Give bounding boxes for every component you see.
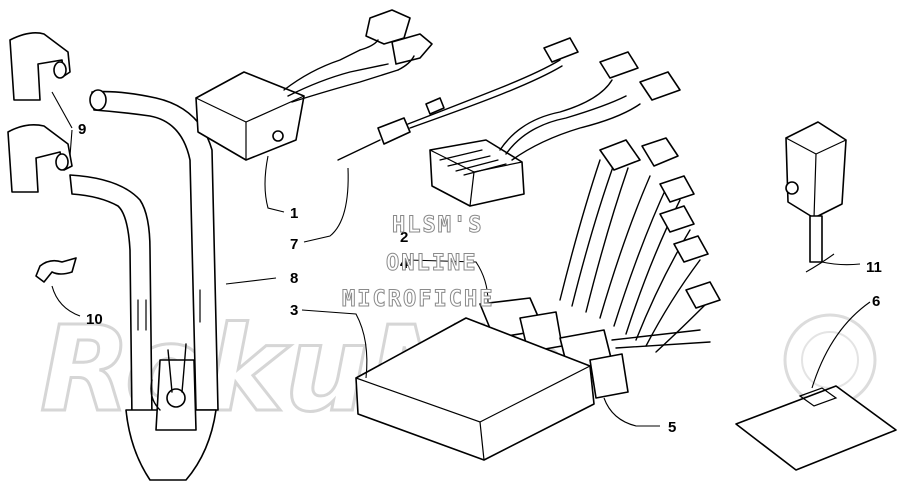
instruction-sheet — [735, 385, 897, 471]
wire-clip — [35, 257, 77, 283]
leader-lines — [51, 91, 871, 427]
callout-6: 6 — [872, 293, 880, 310]
wiring-harness — [479, 137, 721, 399]
voltage-regulator — [429, 51, 681, 207]
spark-plug-cap-upper — [9, 32, 71, 101]
callout-4: 4 — [400, 255, 409, 272]
callout-8: 8 — [290, 270, 298, 287]
callout-10: 10 — [86, 311, 103, 328]
control-module-box — [355, 317, 595, 461]
callout-11: 11 — [866, 259, 882, 276]
relay-switch — [785, 121, 847, 263]
microfiche-watermark: HLSM'S ONLINE MICROFICHE — [342, 213, 494, 313]
callout-9: 9 — [78, 121, 86, 138]
temperature-sensor — [337, 37, 579, 161]
callout-3: 3 — [290, 302, 298, 319]
spark-plug-cap-lower — [7, 124, 73, 193]
watermark-line-2: ONLINE — [386, 251, 477, 276]
watermark-line-1: HLSM'S — [392, 213, 483, 238]
ignition-coil — [69, 89, 219, 481]
callout-2: 2 — [400, 229, 408, 246]
callout-1: 1 — [290, 205, 298, 222]
callout-5: 5 — [668, 419, 676, 436]
callout-7: 7 — [290, 236, 298, 253]
watermark-line-3: MICROFICHE — [342, 287, 494, 312]
cdi-module-box — [195, 9, 433, 161]
